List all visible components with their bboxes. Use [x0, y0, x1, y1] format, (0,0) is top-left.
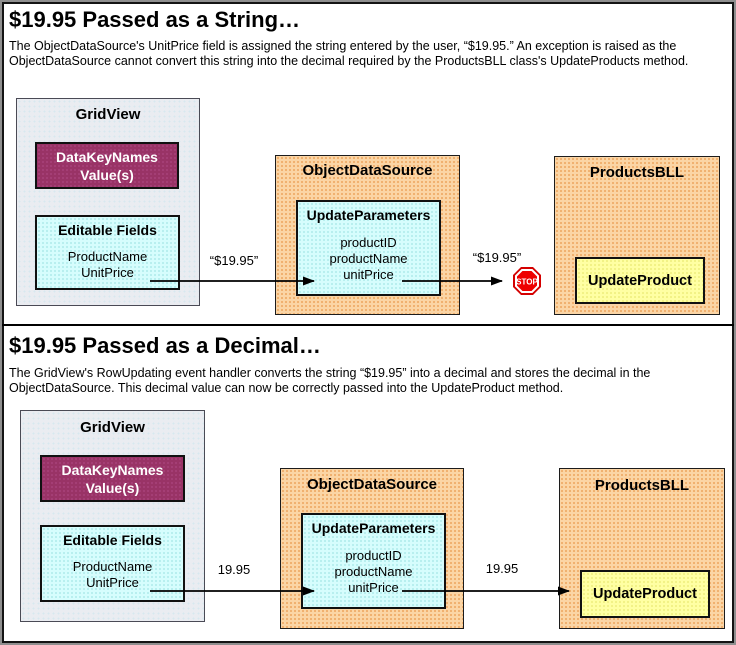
param-productid: productID — [345, 548, 402, 563]
param-productname: productName — [334, 564, 413, 579]
updateproduct-label: UpdateProduct — [593, 586, 697, 602]
updateparameters-box: UpdateParameters productID productName u… — [296, 200, 441, 296]
updateparameters-title: UpdateParameters — [306, 207, 431, 223]
datakeynames-line2: Value(s) — [85, 479, 140, 496]
stop-icon-label: STOP — [516, 278, 538, 287]
editable-fields-title: Editable Fields — [63, 532, 162, 548]
section-description: The ObjectDataSource's UnitPrice field i… — [9, 39, 689, 68]
section-divider — [2, 324, 734, 326]
editable-fields-box: Editable Fields ProductName UnitPrice — [35, 215, 180, 290]
productsbll-box: ProductsBLL UpdateProduct — [554, 156, 720, 315]
field-productname: ProductName — [67, 249, 148, 264]
objectdatasource-box: ObjectDataSource UpdateParameters produc… — [275, 155, 460, 315]
param-unitprice: unitPrice — [343, 267, 394, 282]
param-unitprice: unitPrice — [348, 580, 399, 595]
objectdatasource-box: ObjectDataSource UpdateParameters produc… — [280, 468, 464, 629]
objectdatasource-title: ObjectDataSource — [302, 162, 433, 179]
gridview-title: GridView — [75, 106, 141, 123]
productsbll-title: ProductsBLL — [589, 164, 685, 181]
productsbll-box: ProductsBLL UpdateProduct — [559, 468, 725, 629]
datakeynames-line1: DataKeyNames — [61, 461, 164, 478]
updateproduct-box: UpdateProduct — [575, 257, 705, 304]
gridview-box: GridView DataKeyNames Value(s) Editable … — [20, 410, 205, 622]
updateparameters-box: UpdateParameters productID productName u… — [301, 513, 446, 609]
datakeynames-box: DataKeyNames Value(s) — [40, 455, 185, 502]
datakeynames-line1: DataKeyNames — [56, 148, 158, 165]
updateparameters-title: UpdateParameters — [311, 520, 436, 536]
gridview-title: GridView — [80, 419, 145, 436]
datakeynames-box: DataKeyNames Value(s) — [35, 142, 179, 189]
section-description: The GridView's RowUpdating event handler… — [9, 366, 651, 395]
stop-icon: STOP — [513, 267, 541, 295]
updateproduct-box: UpdateProduct — [580, 570, 710, 618]
updateproduct-label: UpdateProduct — [588, 272, 692, 289]
arrow-label: “$19.95” — [209, 253, 259, 268]
section-title: $19.95 Passed as a Decimal… — [9, 333, 321, 358]
param-productid: productID — [340, 235, 397, 250]
arrow-label: “$19.95” — [472, 250, 522, 265]
arrow-label: 19.95 — [217, 562, 251, 577]
field-unitprice: UnitPrice — [86, 575, 139, 590]
field-unitprice: UnitPrice — [81, 265, 134, 280]
datakeynames-line2: Value(s) — [80, 166, 134, 183]
arrow-label: 19.95 — [485, 561, 519, 576]
param-productname: productName — [329, 251, 408, 266]
field-productname: ProductName — [72, 559, 153, 574]
editable-fields-title: Editable Fields — [58, 222, 157, 238]
objectdatasource-title: ObjectDataSource — [306, 476, 438, 493]
section-title: $19.95 Passed as a String… — [9, 7, 301, 32]
productsbll-title: ProductsBLL — [594, 477, 690, 494]
gridview-box: GridView DataKeyNames Value(s) Editable … — [16, 98, 200, 306]
editable-fields-box: Editable Fields ProductName UnitPrice — [40, 525, 185, 602]
